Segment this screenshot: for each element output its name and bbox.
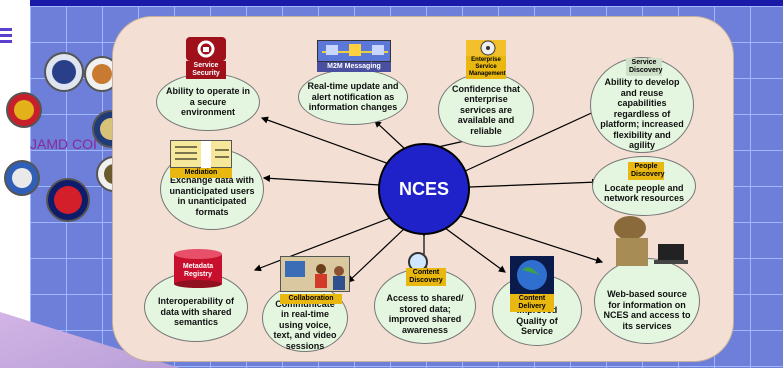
airforce-seal-icon — [4, 160, 40, 196]
capability-text: Locate people and network resources — [603, 182, 685, 204]
capability-text: Interoperability of data with shared sem… — [157, 296, 234, 328]
dod-seal-icon — [44, 52, 84, 92]
database-icon — [172, 248, 224, 288]
capability-text: Ability to operate in a secure environme… — [165, 86, 250, 118]
capability-node-service-security: Ability to operate in a secure environme… — [156, 73, 260, 131]
capability-tag: Enterprise Service Management — [466, 56, 506, 79]
marine-seal-icon — [6, 92, 42, 128]
capability-text: Ability to develop and reuse capabilitie… — [600, 77, 684, 151]
document-icon — [170, 140, 232, 169]
network-icon — [317, 40, 391, 62]
capability-text: Exchange data with unanticipated users i… — [169, 175, 255, 217]
cd-icon — [466, 40, 506, 56]
capability-text: Confidence that enterprise services are … — [451, 83, 520, 136]
side-label: JAMD COI — [30, 136, 97, 152]
soldier-laptop-icon — [602, 210, 692, 270]
capability-text: Communicate in real-time using voice, te… — [273, 299, 337, 351]
capability-tag: Metadata Registry — [182, 263, 214, 278]
meeting-icon — [280, 256, 350, 292]
capability-node-enterprise-service-management: Confidence that enterprise services are … — [438, 73, 534, 147]
capability-tag: Service Discovery — [626, 58, 662, 76]
capability-tag: Collaboration — [280, 294, 342, 304]
capability-tag: Mediation — [170, 168, 232, 178]
strip-bar — [0, 40, 12, 43]
capability-node-web-source: Web-based source for information on NCES… — [594, 258, 700, 344]
capability-node-m2m-messaging: Real-time update and alert notification … — [298, 69, 408, 125]
capability-text: Web-based source for information on NCES… — [603, 289, 691, 331]
strip-bar — [0, 34, 12, 37]
capability-tag: Content Discovery — [406, 268, 446, 286]
globe-icon — [510, 256, 554, 294]
strip-bar — [0, 28, 12, 31]
nces-hub: NCES — [378, 143, 470, 235]
capability-tag: People Discovery — [628, 162, 664, 180]
capability-text: Real-time update and alert notification … — [307, 81, 399, 113]
lock-icon — [186, 37, 226, 61]
capability-tag: M2M Messaging — [317, 62, 391, 72]
capability-tag: Service Security — [186, 61, 226, 79]
jfcom-seal-icon — [46, 178, 90, 222]
capability-text: Access to shared/ stored data; improved … — [386, 293, 464, 335]
capability-tag: Content Delivery — [510, 294, 554, 312]
